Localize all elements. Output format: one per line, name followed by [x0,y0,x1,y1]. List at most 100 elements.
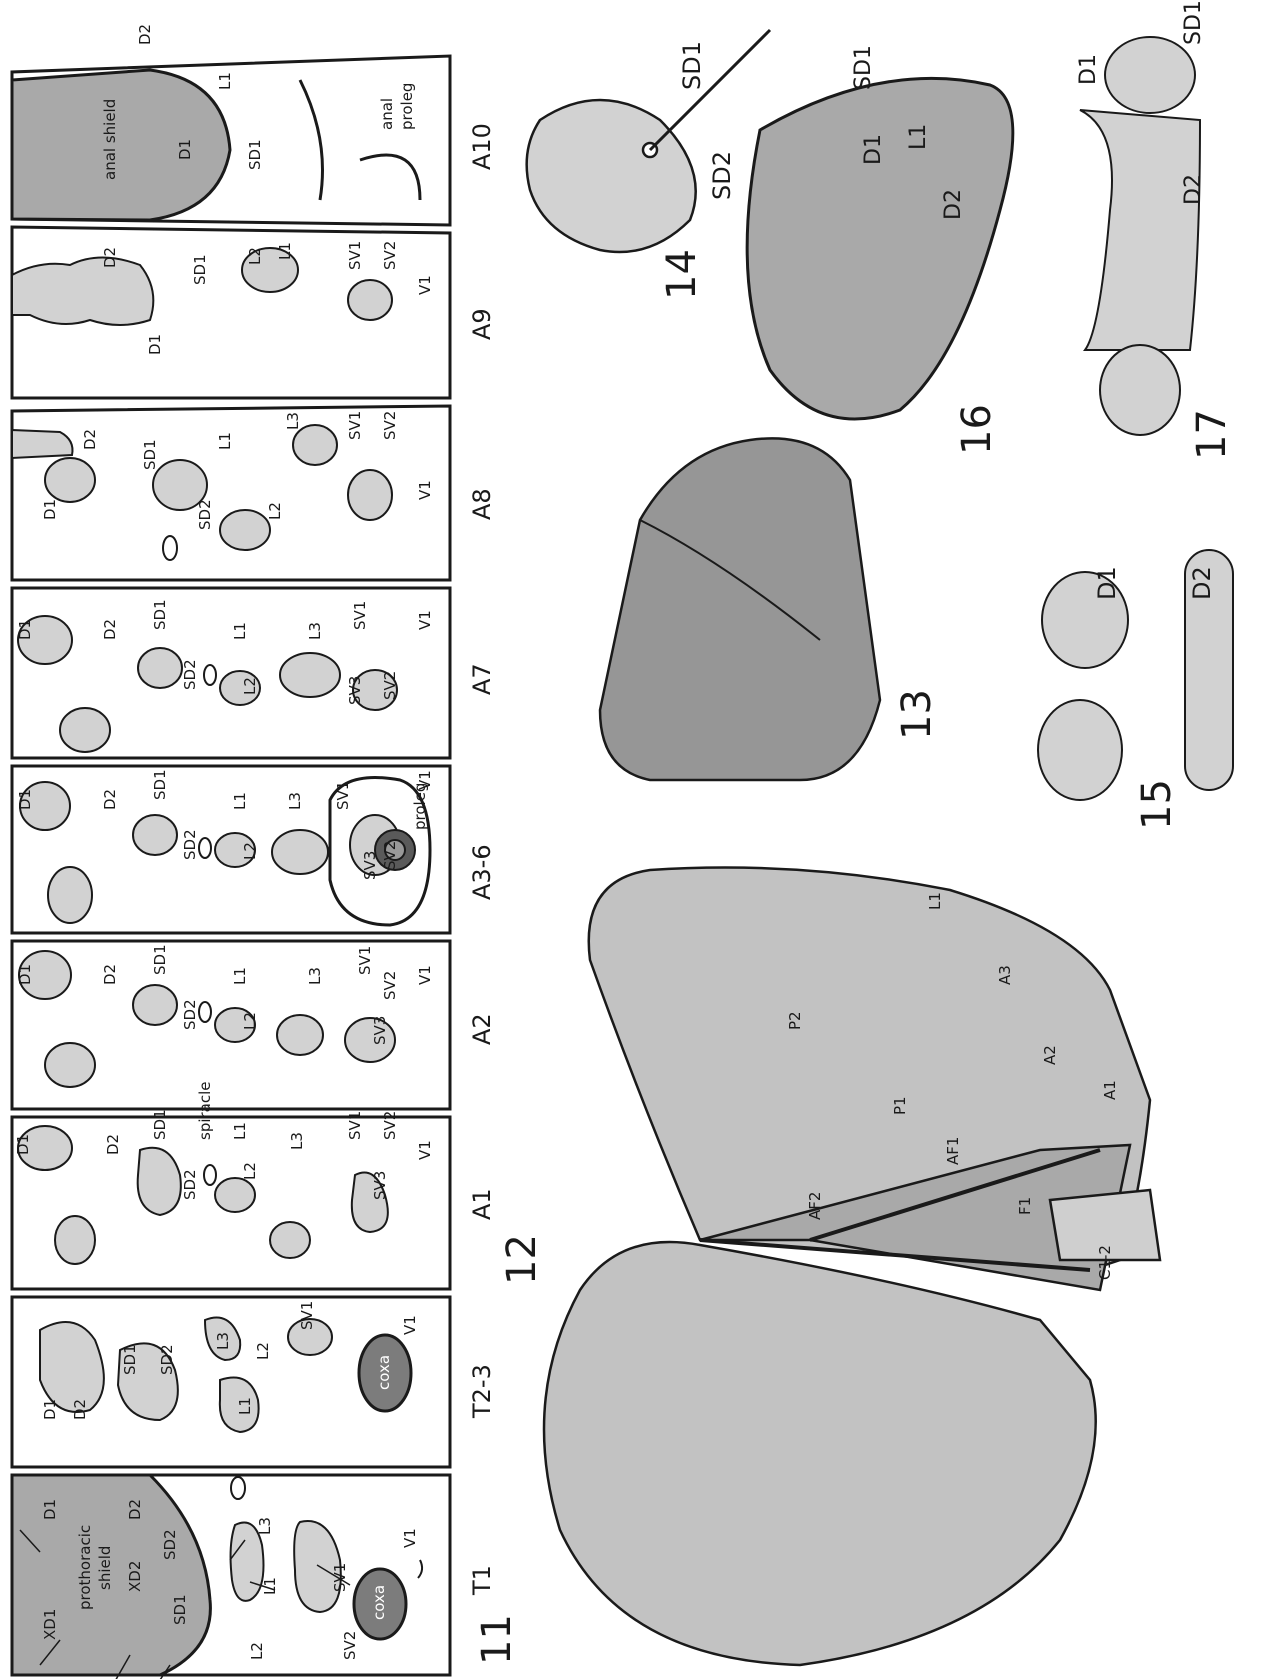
a9-l2: L2 [246,247,264,265]
a7-sv2: SV2 [381,671,399,700]
head-a2: A2 [1041,1045,1059,1065]
segment-label-a8: A8 [468,488,496,520]
segment-label-a1: A1 [468,1188,496,1220]
t1-d1: D1 [41,1499,59,1520]
a10-anal-proleg-line2: proleg [398,83,416,130]
a1-l1: L1 [231,1122,249,1140]
a2-sv2: SV2 [381,971,399,1000]
a8-l1: L1 [216,432,234,450]
a10-sd1: SD1 [246,139,264,170]
segment-label-a36: A3-6 [468,844,496,900]
a36-sv2: SV2 [381,841,399,870]
segment-label-t23: T2-3 [468,1364,496,1419]
a9-d2: D2 [101,247,119,268]
t23-sd1: SD1 [121,1344,139,1375]
a9-l1: L1 [276,242,294,260]
a1-l2: L2 [241,1162,259,1180]
t23-l2: L2 [254,1342,272,1360]
a7-l1: L1 [231,622,249,640]
a10-d2: D2 [136,24,154,45]
a1-spiracle-label: spiracle [196,1081,214,1140]
a7-sv3: SV3 [346,676,364,705]
t23-d1: D1 [41,1399,59,1420]
a2-l1: L1 [231,967,249,985]
a2-l2: L2 [241,1012,259,1030]
a8-sv1: SV1 [346,411,364,440]
a8-sd2: SD2 [196,499,214,530]
t23-v1: V1 [401,1315,419,1335]
t23-l3: L3 [214,1332,232,1350]
a2-v1: V1 [416,965,434,985]
a8-d1: D1 [41,499,59,520]
t1-l1: L1 [261,1577,279,1595]
a8-l3: L3 [284,412,302,430]
head-c12: C1-2 [1096,1245,1114,1280]
t1-shield-line1: prothoracic [76,1525,94,1610]
t1-d2: D2 [126,1499,144,1520]
a36-l1: L1 [231,792,249,810]
a9-sd1: SD1 [191,254,209,285]
fig15-d2: D2 [1188,566,1216,600]
a1-sv2: SV2 [381,1111,399,1140]
a7-l3: L3 [306,622,324,640]
a1-d2: D2 [104,1134,122,1155]
t23-coxa-label: coxa [375,1355,393,1390]
a36-d2: D2 [101,789,119,810]
a36-l2: L2 [241,842,259,860]
t1-l2: L2 [248,1642,266,1660]
a2-sd2: SD2 [181,999,199,1030]
a8-sv2: SV2 [381,411,399,440]
a36-sd2: SD2 [181,829,199,860]
fig16-d1: D1 [861,134,886,165]
a8-l2: L2 [266,502,284,520]
a1-v1: V1 [416,1140,434,1160]
a8-v1: V1 [416,480,434,500]
a1-l3: L3 [288,1132,306,1150]
a9-v1: V1 [416,275,434,295]
fig-number-11: 11 [474,1614,520,1665]
head-capsule-left-lobe [544,1242,1096,1665]
a7-sd2: SD2 [181,659,199,690]
t23-l1: L1 [236,1397,254,1415]
fig-number-13: 13 [894,689,940,740]
fig14-sd2: SD2 [708,151,736,200]
a7-d2: D2 [101,619,119,640]
head-p1: P1 [891,1096,909,1115]
fig14-sd1: SD1 [678,41,706,90]
a7-v1: V1 [416,610,434,630]
head-af2: AF2 [806,1192,824,1220]
a2-d2: D2 [101,964,119,985]
a2-l3: L3 [306,967,324,985]
a10-d1: D1 [176,139,194,160]
a1-sd1: SD1 [151,1109,169,1140]
a10-shield-label: anal shield [101,99,119,180]
a9-d1: D1 [146,334,164,355]
anal-shield [12,70,230,220]
t1-sv2: SV2 [341,1631,359,1660]
t1-shield-line2: shield [96,1546,114,1590]
fig12-head-capsule [544,868,1160,1666]
fig-number-12: 12 [499,1234,545,1285]
fig13-mandible [600,438,880,780]
t23-sv1: SV1 [298,1301,316,1330]
a2-sv1: SV1 [356,946,374,975]
t23-d2: D2 [71,1399,89,1420]
fig-number-17: 17 [1189,409,1235,460]
a1-sd2: SD2 [181,1169,199,1200]
head-f1: F1 [1016,1197,1034,1215]
a36-sd1: SD1 [151,769,169,800]
segment-label-a2: A2 [468,1013,496,1045]
t1-sd2: SD2 [161,1529,179,1560]
segment-label-t1: T1 [468,1565,496,1596]
segment-label-a10: A10 [468,123,496,170]
a1-sv1: SV1 [346,1111,364,1140]
a10-anal-proleg-line1: anal [378,98,396,130]
head-a1: A1 [1101,1080,1119,1100]
a9-sv1: SV1 [346,241,364,270]
head-l1: L1 [926,892,944,910]
a7-l2: L2 [241,677,259,695]
a36-v1: V1 [416,770,434,790]
head-p2: P2 [786,1011,804,1030]
fig17-sd1: SD1 [1181,0,1206,45]
